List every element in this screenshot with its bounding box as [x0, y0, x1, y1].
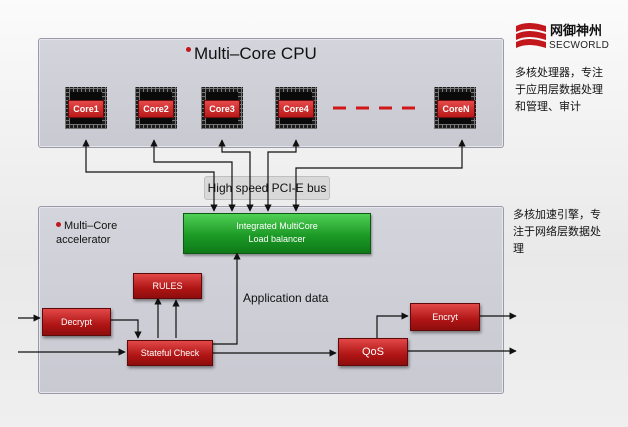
wire-qos-encryt: [376, 312, 409, 338]
secworld-logo: 网御神州 SECWORLD: [514, 18, 614, 58]
logo-mark-icon: [516, 23, 546, 48]
accelerator-title-line1: Multi–Core: [64, 220, 118, 232]
cpu-panel: [38, 38, 504, 148]
qos-box: QoS: [338, 338, 408, 366]
decrypt-box: Decrypt: [42, 308, 111, 336]
accelerator-title-line2: accelerator: [56, 234, 111, 246]
rules-box: RULES: [133, 273, 202, 299]
core-label-2: Core2: [138, 100, 174, 118]
wire-core3: [218, 139, 254, 212]
wire-decrypt-stateful: [110, 319, 142, 339]
stateful-check-box: Stateful Check: [127, 340, 213, 366]
core-label-1: Core1: [68, 100, 104, 118]
logo-name-en: SECWORLD: [549, 40, 610, 51]
accelerator-title: Multi–Core accelerator: [56, 219, 117, 247]
application-data-label: Application data: [243, 291, 329, 305]
load-balancer-line2: Load balancer: [248, 234, 306, 244]
load-balancer-line1: Integrated MultiCore: [236, 221, 318, 231]
load-balancer-box: Integrated MultiCore Load balancer: [183, 213, 371, 254]
bullet-dot: [56, 222, 61, 227]
encryt-box: Encryt: [410, 303, 480, 331]
accelerator-side-text: 多核加速引擎，专注于网络层数据处理: [513, 208, 601, 255]
cpu-title: Multi–Core CPU: [186, 44, 317, 64]
core-label-4: Core4: [278, 100, 314, 118]
wire-core1: [82, 139, 218, 212]
bullet-dot: [186, 47, 191, 52]
logo-name-cn: 网御神州: [550, 24, 603, 39]
cpu-title-text: Multi–Core CPU: [194, 44, 317, 63]
wire-stateful-lb: [212, 252, 241, 345]
core-label-n: CoreN: [437, 100, 475, 118]
wire-coren: [292, 139, 466, 212]
wire-core2: [150, 139, 236, 212]
core-label-3: Core3: [204, 100, 240, 118]
wire-core4: [264, 139, 300, 212]
cpu-side-text: 多核处理器，专注于应用层数据处理和管理、审计: [515, 66, 603, 113]
